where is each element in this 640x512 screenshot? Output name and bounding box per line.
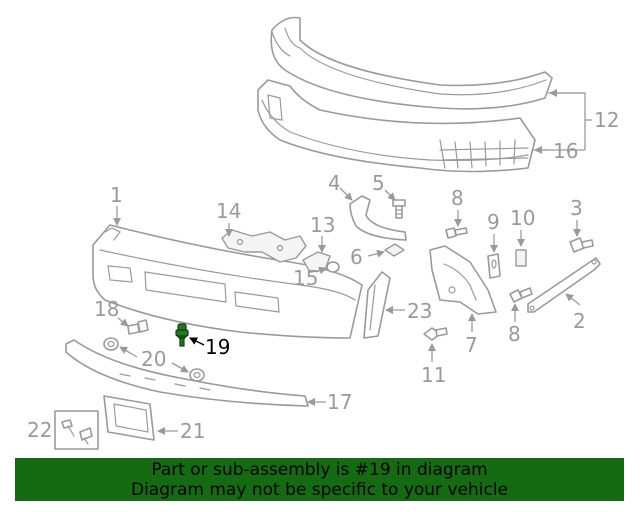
callout-10: 10: [510, 206, 535, 230]
parts-diagram: 12 16 1 14 13 15 4 5: [27, 16, 619, 450]
callout-6: 6: [350, 245, 363, 269]
callout-7: 7: [465, 333, 478, 357]
bracket-4-part: [349, 195, 407, 241]
callout-19: 19: [205, 335, 230, 359]
callout-13: 13: [310, 213, 335, 237]
clip-10-part: [515, 249, 527, 267]
trim-23-part: [363, 271, 391, 339]
callout-12: 12: [594, 108, 619, 132]
banner-line-2: Diagram may not be specific to your vehi…: [130, 480, 508, 500]
bolt-8b-part: [509, 287, 533, 303]
brace-2-part: [527, 257, 601, 313]
valance-17-part: [65, 339, 309, 407]
callout-5: 5: [372, 171, 385, 195]
callout-14: 14: [216, 199, 241, 223]
bracket-9-part: [487, 253, 501, 279]
callout-23: 23: [407, 299, 432, 323]
bolt-18-part: [127, 319, 149, 335]
callout-16: 16: [553, 139, 578, 163]
callout-20: 20: [141, 347, 166, 371]
screws-22-part: [54, 410, 99, 450]
callout-21: 21: [180, 419, 205, 443]
callout-11: 11: [421, 363, 446, 387]
callout-18: 18: [94, 297, 119, 321]
front-bumper-part: [92, 224, 363, 339]
grommet-20-part: [103, 337, 205, 382]
part-19-highlight: [175, 323, 189, 347]
nut-6-part: [384, 243, 405, 257]
callout-9: 9: [487, 210, 500, 234]
absorber-part: [257, 79, 536, 173]
callout-3: 3: [570, 196, 583, 220]
bracket-7-part: [429, 245, 497, 315]
callout-2: 2: [573, 309, 586, 333]
callout-1: 1: [110, 183, 123, 207]
callout-8a: 8: [451, 186, 464, 210]
plate-bracket-21-part: [103, 395, 155, 441]
callout-8b: 8: [508, 322, 521, 346]
upper-cover-part: [270, 16, 553, 110]
bolt-3-part: [569, 237, 594, 253]
info-banner: Part or sub-assembly is #19 in diagram D…: [15, 458, 624, 501]
banner-line-1: Part or sub-assembly is #19 in diagram: [151, 460, 488, 480]
bolt-8a-part: [445, 227, 468, 239]
bracket-14-part: [221, 229, 307, 263]
clip-15-part: [326, 261, 340, 273]
callout-22: 22: [27, 418, 52, 442]
callout-4: 4: [328, 171, 341, 195]
bolt-11-part: [423, 327, 448, 341]
callout-17: 17: [327, 390, 352, 414]
callout-15: 15: [293, 266, 318, 290]
bolt-5-part: [392, 199, 406, 219]
